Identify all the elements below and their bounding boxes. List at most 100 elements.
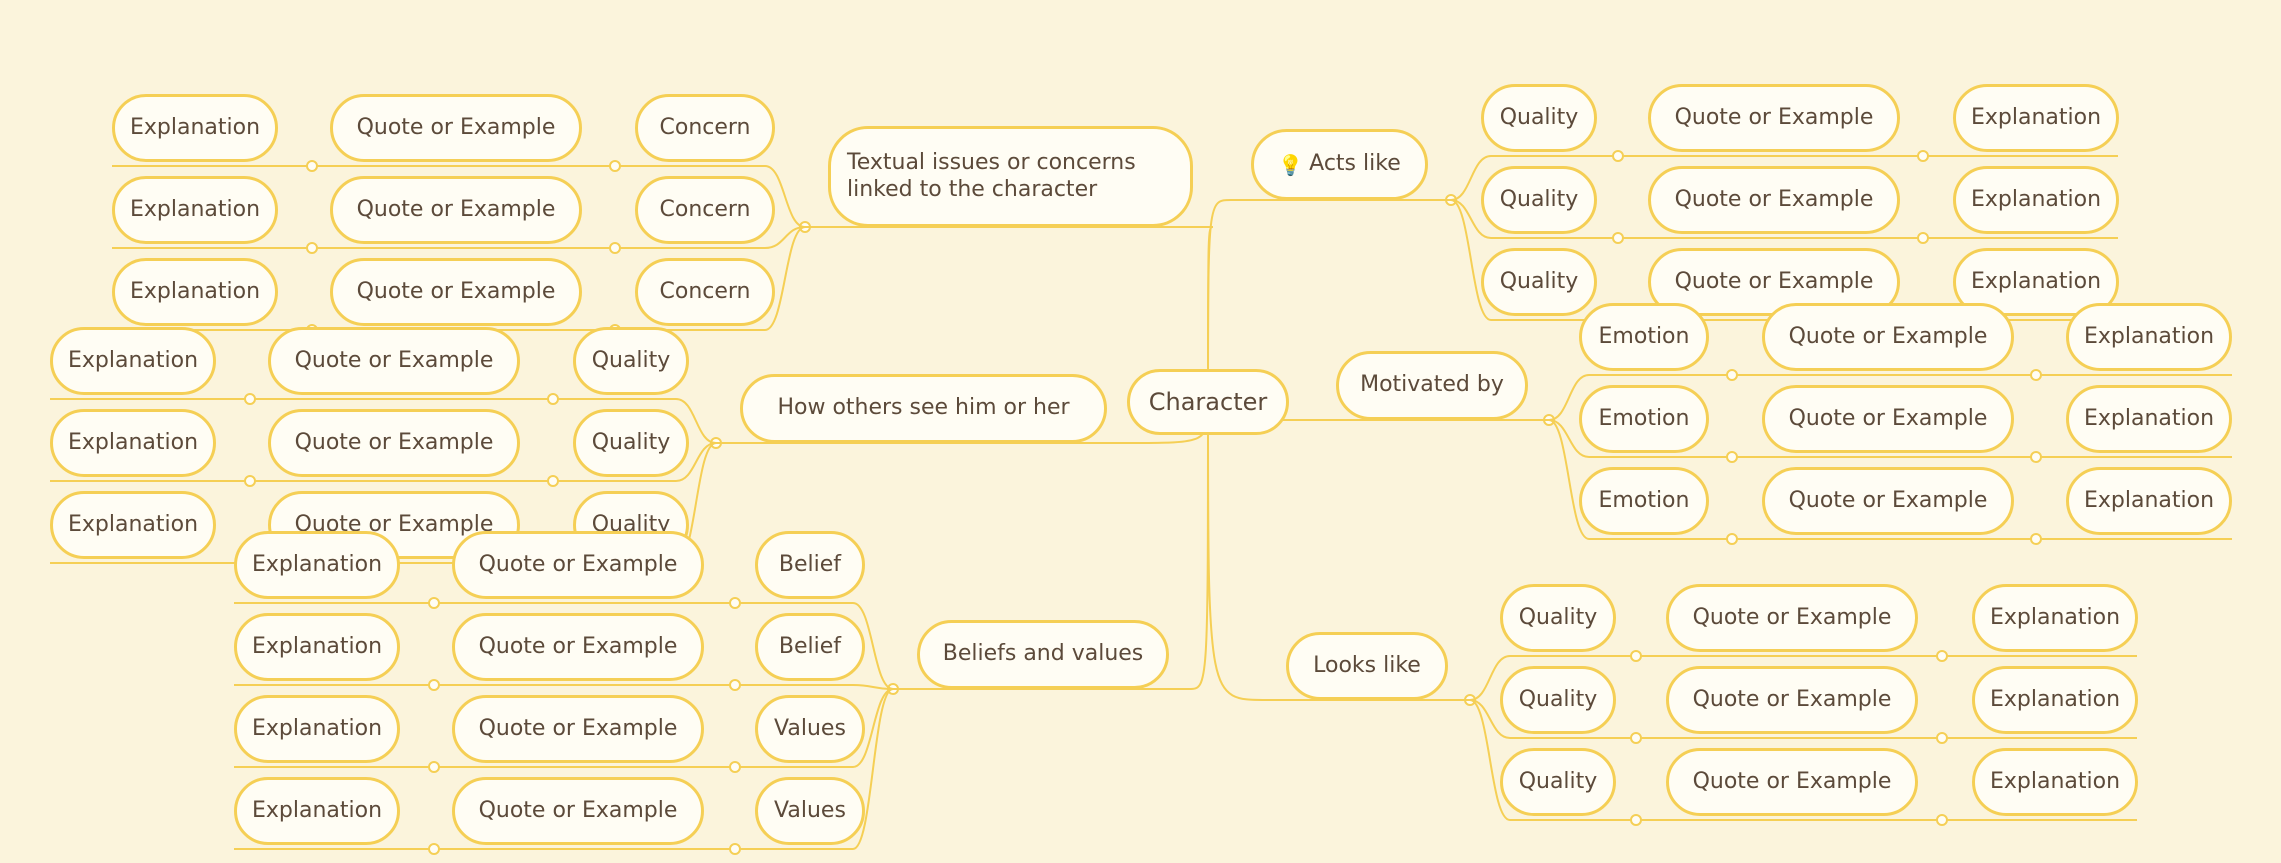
topic-motivated-by-row3-quote[interactable]: Quote or Example (1762, 467, 2014, 535)
topic-looks-like-row1-quote[interactable]: Quote or Example (1666, 584, 1918, 652)
topic-beliefs-values-row2-quote-label: Quote or Example (478, 633, 678, 659)
topic-acts-like[interactable]: 💡Acts like (1251, 129, 1428, 200)
topic-looks-like-row1-explanation[interactable]: Explanation (1972, 584, 2138, 652)
topic-how-others-see-row2-level1[interactable]: Quality (573, 409, 689, 477)
topic-textual-issues-row1-explanation[interactable]: Explanation (112, 94, 278, 162)
topic-beliefs-values-row1-quote-label: Quote or Example (478, 551, 678, 577)
topic-acts-like-row2-level1[interactable]: Quality (1481, 166, 1597, 234)
topic-beliefs-values-row1-level1-label: Belief (778, 551, 842, 577)
topic-motivated-by-row1-level1[interactable]: Emotion (1579, 303, 1709, 371)
topic-acts-like-row1-quote[interactable]: Quote or Example (1648, 84, 1900, 152)
topic-how-others-see-row1-level1-label: Quality (591, 347, 671, 373)
topic-motivated-by-row3-explanation-label: Explanation (2083, 487, 2215, 513)
topic-beliefs-values[interactable]: Beliefs and values (917, 620, 1169, 689)
topic-motivated-by-row3-level1[interactable]: Emotion (1579, 467, 1709, 535)
topic-beliefs-values-row4-level1-label: Values (774, 797, 846, 823)
topic-beliefs-values-row2-dot-a (729, 679, 741, 691)
topic-looks-like-row2-dot-a (1630, 732, 1642, 744)
topic-acts-like-row1-explanation[interactable]: Explanation (1953, 84, 2119, 152)
topic-textual-issues-row1-level1-label: Concern (659, 114, 751, 140)
topic-beliefs-values-link (917, 401, 1209, 690)
topic-acts-like-row2-dot-a (1612, 232, 1624, 244)
topic-motivated-by-row3-level1-label: Emotion (1598, 487, 1690, 513)
topic-looks-like-row2-quote-label: Quote or Example (1692, 686, 1892, 712)
topic-how-others-see-row1-dot-a (547, 393, 559, 405)
topic-textual-issues-row3-explanation[interactable]: Explanation (112, 258, 278, 326)
topic-looks-like-row2-quote[interactable]: Quote or Example (1666, 666, 1918, 734)
topic-beliefs-values-row1-level1[interactable]: Belief (755, 531, 865, 599)
topic-acts-like-row3-quote-label: Quote or Example (1674, 268, 1874, 294)
topic-textual-issues-row2-explanation[interactable]: Explanation (112, 176, 278, 244)
topic-motivated-by-row2-explanation[interactable]: Explanation (2066, 385, 2232, 453)
topic-textual-issues-row2-level1-label: Concern (659, 196, 751, 222)
topic-motivated-by-row1-explanation[interactable]: Explanation (2066, 303, 2232, 371)
topic-beliefs-values-row3-level1[interactable]: Values (755, 695, 865, 763)
topic-how-others-see-label: How others see him or her (777, 395, 1070, 421)
topic-motivated-by-row1-explanation-label: Explanation (2083, 323, 2215, 349)
topic-motivated-by[interactable]: Motivated by (1336, 351, 1528, 420)
topic-motivated-by-row2-level1[interactable]: Emotion (1579, 385, 1709, 453)
topic-textual-issues-row3-level1[interactable]: Concern (635, 258, 775, 326)
topic-acts-like-row2-quote[interactable]: Quote or Example (1648, 166, 1900, 234)
topic-textual-issues-row2-explanation-label: Explanation (129, 196, 261, 222)
topic-acts-like-row1-level1[interactable]: Quality (1481, 84, 1597, 152)
topic-beliefs-values-row1-quote[interactable]: Quote or Example (452, 531, 704, 599)
topic-textual-issues-row1-dot-a (609, 160, 621, 172)
topic-how-others-see[interactable]: How others see him or her (740, 374, 1107, 443)
topic-textual-issues-row3-explanation-label: Explanation (129, 278, 261, 304)
topic-acts-like-row1-quote-label: Quote or Example (1674, 104, 1874, 130)
topic-beliefs-values-row4-quote-label: Quote or Example (478, 797, 678, 823)
topic-looks-like-row3-level1[interactable]: Quality (1500, 748, 1616, 816)
topic-looks-like[interactable]: Looks like (1286, 632, 1448, 700)
topic-how-others-see-row2-quote-label: Quote or Example (294, 429, 494, 455)
topic-how-others-see-row2-level1-label: Quality (591, 429, 671, 455)
topic-looks-like-row2-level1[interactable]: Quality (1500, 666, 1616, 734)
topic-acts-like-row2-explanation[interactable]: Explanation (1953, 166, 2119, 234)
topic-beliefs-values-row4-quote[interactable]: Quote or Example (452, 777, 704, 845)
topic-beliefs-values-row2-level1[interactable]: Belief (755, 613, 865, 681)
topic-how-others-see-row2-quote[interactable]: Quote or Example (268, 409, 520, 477)
topic-textual-issues-row3-quote[interactable]: Quote or Example (330, 258, 582, 326)
topic-acts-like-row3-level1[interactable]: Quality (1481, 248, 1597, 316)
topic-beliefs-values-row1-explanation-label: Explanation (251, 551, 383, 577)
topic-beliefs-values-row4-explanation[interactable]: Explanation (234, 777, 400, 845)
topic-textual-issues-row1-dot-b (306, 160, 318, 172)
topic-looks-like-row2-explanation[interactable]: Explanation (1972, 666, 2138, 734)
topic-textual-issues[interactable]: Textual issues or concerns linked to the… (828, 126, 1193, 227)
topic-beliefs-values-row2-explanation[interactable]: Explanation (234, 613, 400, 681)
topic-motivated-by-row2-quote[interactable]: Quote or Example (1762, 385, 2014, 453)
topic-motivated-by-row3-explanation[interactable]: Explanation (2066, 467, 2232, 535)
topic-how-others-see-row1-explanation[interactable]: Explanation (50, 327, 216, 395)
topic-textual-issues-row1-level1[interactable]: Concern (635, 94, 775, 162)
topic-how-others-see-row3-explanation[interactable]: Explanation (50, 491, 216, 559)
topic-beliefs-values-row2-level1-label: Belief (778, 633, 842, 659)
topic-beliefs-values-row3-dot-b (428, 761, 440, 773)
topic-motivated-by-row1-quote[interactable]: Quote or Example (1762, 303, 2014, 371)
topic-looks-like-row3-explanation[interactable]: Explanation (1972, 748, 2138, 816)
topic-textual-issues-row3-level1-label: Concern (659, 278, 751, 304)
topic-textual-issues-row2-level1[interactable]: Concern (635, 176, 775, 244)
topic-beliefs-values-row3-quote[interactable]: Quote or Example (452, 695, 704, 763)
topic-beliefs-values-row4-dot-b (428, 843, 440, 855)
topic-beliefs-values-row4-level1[interactable]: Values (755, 777, 865, 845)
topic-motivated-by-row1-quote-label: Quote or Example (1788, 323, 1988, 349)
central-topic[interactable]: Character (1127, 369, 1289, 435)
topic-looks-like-row3-quote[interactable]: Quote or Example (1666, 748, 1918, 816)
topic-how-others-see-row1-level1[interactable]: Quality (573, 327, 689, 395)
topic-looks-like-row1-level1[interactable]: Quality (1500, 584, 1616, 652)
lightbulb-icon: 💡 (1278, 152, 1304, 177)
topic-how-others-see-row2-explanation[interactable]: Explanation (50, 409, 216, 477)
topic-beliefs-values-row2-quote[interactable]: Quote or Example (452, 613, 704, 681)
topic-textual-issues-link (828, 226, 1214, 403)
topic-beliefs-values-row1-explanation[interactable]: Explanation (234, 531, 400, 599)
topic-acts-like-row-2-link (1428, 199, 2118, 321)
topic-beliefs-values-row3-explanation[interactable]: Explanation (234, 695, 400, 763)
topic-textual-issues-row2-quote[interactable]: Quote or Example (330, 176, 582, 244)
topic-textual-issues-row1-quote[interactable]: Quote or Example (330, 94, 582, 162)
topic-motivated-by-row2-dot-b (2030, 451, 2042, 463)
topic-beliefs-values-row2-dot-b (428, 679, 440, 691)
topic-motivated-by-label: Motivated by (1360, 372, 1504, 398)
topic-how-others-see-row1-quote[interactable]: Quote or Example (268, 327, 520, 395)
topic-how-others-see-row2-dot-a (547, 475, 559, 487)
topic-acts-like-row1-dot-a (1612, 150, 1624, 162)
